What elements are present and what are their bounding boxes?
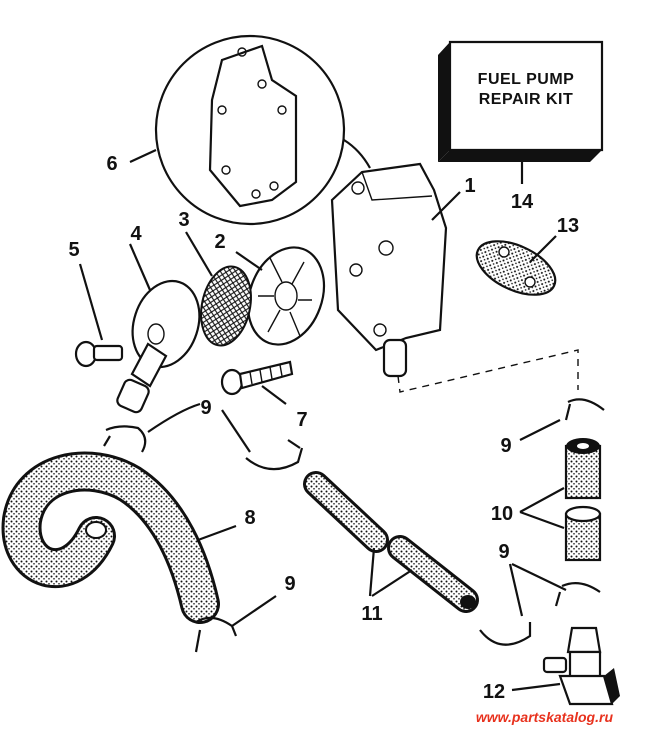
cover-screw: [74, 340, 124, 368]
outlet-gasket: [475, 240, 557, 296]
callout-9-lower-right: 9: [498, 541, 509, 563]
callout-8: 8: [244, 507, 255, 529]
callout-13: 13: [557, 215, 579, 237]
hose-clamp-upper-left: [103, 425, 147, 453]
filter-screen: [200, 265, 252, 347]
kit-label-line2: REPAIR KIT: [479, 91, 573, 108]
callout-1: 1: [464, 175, 475, 197]
callout-2: 2: [214, 231, 225, 253]
callout-3: 3: [178, 209, 189, 231]
elbow-fitting: [542, 626, 620, 706]
repair-kit-box: FUEL PUMP REPAIR KIT: [438, 40, 604, 162]
short-hose-upper: [564, 438, 602, 500]
hose-clamp-right-top: [564, 398, 605, 421]
callout-5: 5: [68, 239, 79, 261]
callout-11: 11: [361, 603, 382, 625]
hose-clamp-right-bottom: [554, 581, 601, 607]
hose-piece-lower: [387, 535, 479, 613]
callout-9-lower-left: 9: [284, 573, 295, 595]
valve-plate: [246, 246, 326, 346]
filter-cover: [116, 279, 201, 414]
callout-10: 10: [491, 503, 513, 525]
hose-clamp-middle: [245, 439, 304, 471]
fuel-hose: [1, 451, 220, 624]
pump-body: [330, 162, 448, 378]
callout-12: 12: [483, 681, 505, 703]
gasket-detail-circle: [154, 34, 346, 226]
callout-7: 7: [296, 409, 307, 431]
short-hose-lower: [564, 505, 602, 562]
hose-clamp-lower-middle: [479, 622, 532, 646]
callout-4: 4: [130, 223, 142, 245]
hose-clamp-lower-left: [194, 616, 238, 653]
kit-label-line1: FUEL PUMP: [478, 71, 575, 88]
callout-9-right: 9: [500, 435, 511, 457]
site-watermark: www.partskatalog.ru: [475, 709, 613, 725]
mounting-screw: [220, 360, 294, 396]
callout-9-upper: 9: [200, 397, 211, 419]
callout-14: 14: [511, 191, 534, 213]
hose-piece-upper: [303, 471, 389, 553]
callout-6: 6: [106, 153, 117, 175]
